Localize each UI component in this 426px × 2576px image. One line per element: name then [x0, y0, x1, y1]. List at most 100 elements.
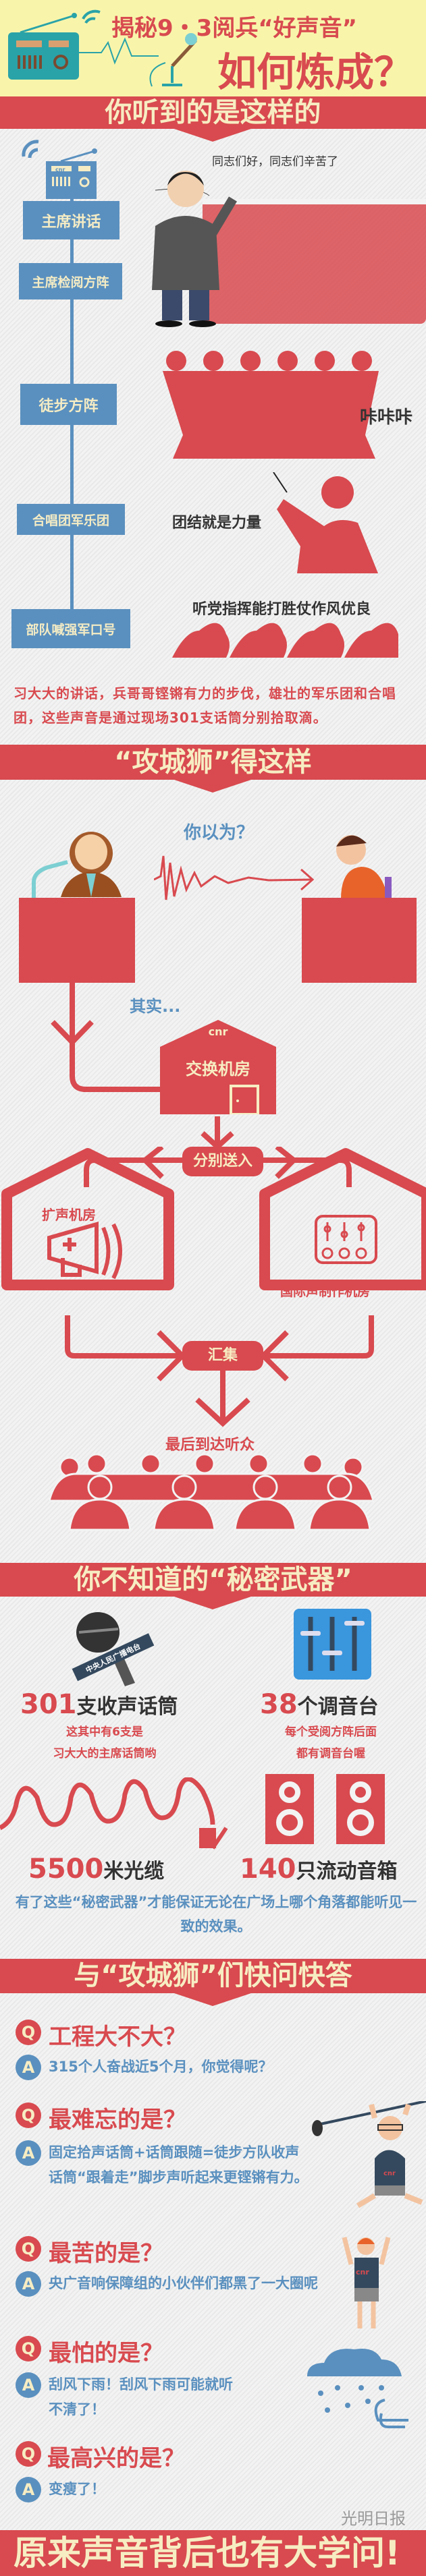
stat-unit: 只流动音箱: [296, 1860, 398, 1883]
switch-room-brand: cnr: [208, 1025, 228, 1038]
answer-line: 不清了！: [49, 2401, 105, 2417]
shirt-logo: cnr: [383, 2170, 396, 2177]
merge-label: 汇集: [182, 1341, 263, 1371]
listener-desk-box: [302, 898, 417, 983]
mixer-room-icon: [315, 1215, 377, 1264]
q-icon: Q: [16, 2336, 41, 2362]
song-text: 团结就是力量: [172, 515, 262, 532]
audience-crowd-icon: [49, 1454, 373, 1531]
stat-note-line: 每个受阅方阵后面: [285, 1725, 377, 1739]
q-icon: Q: [16, 2020, 41, 2045]
signal-flow-lines: [51, 981, 234, 1151]
stat-microphones-note: 这其中有6支是习大大的主席话筒哟: [20, 1721, 189, 1765]
stat-consoles: 38个调音台: [260, 1689, 379, 1720]
distribution-flow-lines: [1, 1147, 426, 1427]
stat-unit: 米光缆: [103, 1860, 165, 1883]
radio-brand-label: cnr: [55, 167, 65, 173]
answer-2: 固定拾声话筒+话筒跟随=徒步方队收声话筒“跟着走”脚步声听起来更铿锵有力。: [49, 2140, 309, 2190]
title-line-1: 揭秘9・3阅兵“好声音”: [111, 15, 358, 42]
stat-note-line: 这其中有6支是: [66, 1725, 143, 1739]
answer-line: 固定拾声话筒+话筒跟随=徒步方队收声: [49, 2144, 300, 2160]
question-4: 最怕的是？: [49, 2340, 163, 2367]
stat-cable: 5500米光缆: [28, 1854, 164, 1885]
answer-4: 刮风下雨！刮风下雨可能就听不清了！: [49, 2372, 233, 2422]
stat-number: 5500: [28, 1854, 104, 1885]
marching-soldiers-illustration: [163, 351, 379, 459]
stat-consoles-note: 每个受阅方阵后面都有调音台喔: [267, 1721, 395, 1765]
banner-pointer: [172, 1596, 253, 1609]
a-icon: A: [16, 2140, 41, 2166]
a-icon: A: [16, 2055, 41, 2080]
timeline-item-speech: 主席讲话: [23, 201, 119, 239]
stat-microphones: 301支收声话筒: [20, 1689, 178, 1720]
section-banner-heard: 你听到的是这样的: [0, 96, 426, 129]
stat-number: 140: [240, 1854, 296, 1885]
answer-line: 刮风下雨！刮风下雨可能就听: [49, 2376, 233, 2393]
stat-unit: 个调音台: [297, 1695, 379, 1719]
speakers-icon: [265, 1774, 385, 1844]
conductor-illustration: [273, 472, 378, 573]
switch-room-label: 交换机房: [186, 1060, 250, 1079]
q-icon: Q: [16, 2102, 41, 2128]
stat-unit: 支收声话筒: [76, 1695, 178, 1719]
mixing-console-icon: [294, 1609, 371, 1680]
answer-5: 变瘦了！: [49, 2481, 105, 2497]
signal-and-microphone-icon: [78, 9, 197, 87]
footer-banner: 原来声音背后也有大学问!: [0, 2530, 426, 2576]
question-1: 工程大不大？: [49, 2024, 186, 2051]
timeline-item-slogan: 部队喊强军口号: [11, 609, 130, 648]
section1-summary: 习大大的讲话，兵哥哥铿锵有力的步伐，雄壮的军乐团和合唱团，这些声音是通过现场30…: [14, 685, 396, 726]
megaphone-icon: [47, 1222, 122, 1280]
q-icon: Q: [16, 2441, 41, 2467]
slogan-text: 听党指挥能打胜仗作风优良: [192, 601, 371, 618]
saluting-soldiers-icons: [172, 623, 398, 658]
answer-1: 315个人奋战近5个月，你觉得呢？: [49, 2059, 273, 2075]
timeline-item-review: 主席检阅方阵: [19, 263, 122, 299]
sound-wave-arrow-icon: [154, 855, 315, 900]
stat-number: 301: [20, 1689, 77, 1720]
announcer-illustration: [32, 832, 122, 899]
question-5: 最高兴的是？: [47, 2445, 185, 2472]
question-3: 最苦的是？: [49, 2240, 163, 2267]
speech-text: 同志们好，同志们辛苦了: [212, 155, 338, 169]
section3-summary: 有了这些“秘密武器”才能保证无论在广场上哪个角落都能听见一致的效果。: [15, 1894, 417, 1935]
stat-note-line: 习大大的主席话筒哟: [53, 1747, 157, 1761]
stat-speakers: 140只流动音箱: [240, 1854, 398, 1885]
leader-and-saluting-soldiers-illustration: [152, 171, 426, 327]
title-line-2: 如何炼成？: [217, 49, 414, 95]
cheering-engineer-illustration: cnr: [342, 2237, 391, 2328]
answer-line: 话筒“跟着走”脚步声听起来更铿锵有力。: [49, 2169, 309, 2185]
switch-room-house: [160, 1020, 276, 1114]
banner-pointer: [172, 128, 253, 142]
timeline-item-band: 合唱团军乐团: [17, 504, 125, 535]
banner-pointer: [172, 1993, 253, 2006]
fiber-cable-icon: [0, 1777, 228, 1850]
radio-cnr-icon: cnr: [22, 140, 97, 199]
you-think-text: 你以为？: [184, 823, 255, 843]
radio-icon: [8, 13, 79, 80]
microphone-icon: 中央人民广播电台: [72, 1612, 155, 1686]
section-banner-secret-weapons: 你不知道的“秘密武器”: [0, 1563, 426, 1597]
pa-room-label: 扩声机房: [42, 1207, 96, 1223]
watermark: 光明日报: [341, 2509, 406, 2528]
stat-note-line: 都有调音台喔: [296, 1747, 365, 1761]
section-banner-qa: 与“攻城狮”们快问快答: [0, 1959, 426, 1993]
footsteps-text: 咔咔咔: [360, 407, 413, 428]
a-icon: A: [16, 2477, 41, 2502]
stat-number: 38: [260, 1689, 298, 1720]
question-2: 最难忘的是？: [49, 2107, 186, 2134]
send-separately-label: 分别送入: [182, 1147, 263, 1176]
rain-wind-icon: [307, 2349, 408, 2428]
section-banner-engineers: “攻城狮”得这样: [0, 745, 426, 780]
timeline-item-march: 徒步方阵: [20, 384, 117, 425]
actually-text: 其实...: [130, 997, 181, 1016]
q-icon: Q: [16, 2236, 41, 2262]
speaker-desk-box: [19, 898, 135, 983]
a-icon: A: [16, 2372, 41, 2398]
a-icon: A: [16, 2271, 41, 2297]
shirt-logo: cnr: [356, 2268, 369, 2277]
listener-illustration: [336, 835, 392, 899]
answer-3: 央广音响保障组的小伙伴们都黑了一大圈呢: [49, 2275, 318, 2291]
audience-label: 最后到达听众: [165, 1437, 255, 1454]
intl-room-label: 国际声制作机房: [280, 1284, 371, 1299]
